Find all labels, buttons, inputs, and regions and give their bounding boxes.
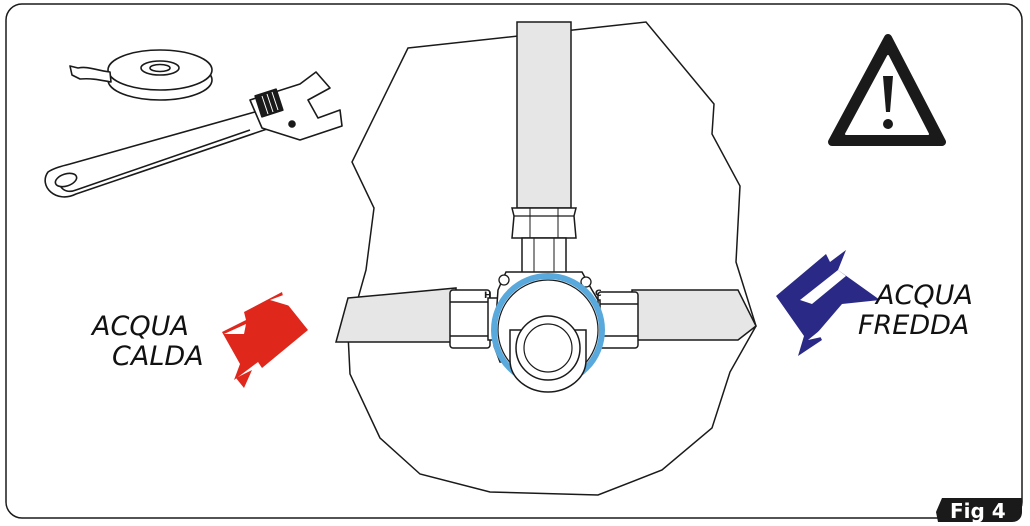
cold-water-arrow-icon — [776, 250, 880, 356]
vertical-pipe — [516, 21, 572, 209]
valve-mark-hot: H — [484, 291, 492, 301]
hot-water-arrow-icon — [222, 292, 308, 388]
hot-water-label-line1: ACQUA — [90, 311, 189, 342]
vertical-pipe-nut — [511, 207, 577, 239]
cold-inlet-pipe — [631, 289, 757, 341]
hot-water-label-line2: CALDA — [112, 341, 204, 372]
cold-water-label-line2: FREDDA — [858, 310, 969, 341]
cold-water-label-line1: ACQUA — [874, 280, 973, 311]
figure-tag-label: Fig 4 — [950, 499, 1006, 523]
figure-tag — [936, 498, 1022, 522]
wrench-and-ptfe-tape-icon — [44, 49, 343, 198]
warning-triangle-icon — [828, 34, 946, 146]
valve-mark-cold: C — [595, 289, 602, 299]
